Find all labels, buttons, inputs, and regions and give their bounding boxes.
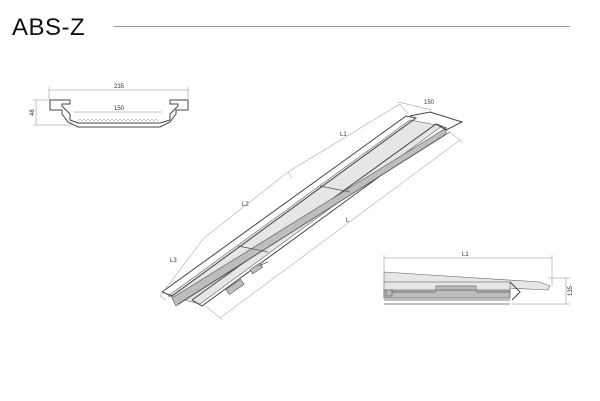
- l1-ext-left: [287, 171, 293, 179]
- total-dimension-line: [219, 139, 461, 319]
- height-label: 48: [30, 109, 36, 116]
- segment-joint-1: [237, 245, 269, 253]
- page-title: ABS-Z: [12, 14, 86, 41]
- segment-joint-2: [319, 185, 351, 193]
- ramp-tip: [409, 111, 464, 131]
- title-divider: [114, 26, 570, 27]
- cross-section-view: 235 150 48: [30, 84, 189, 128]
- latch-line: [257, 261, 269, 267]
- l1-ext-right: [399, 103, 409, 115]
- l2-label: L2: [242, 202, 249, 208]
- isometric-view: L1 150 L2 L3 L: [159, 100, 464, 321]
- l3-ext-bottom: [159, 295, 167, 301]
- total-ext-right: [449, 131, 463, 143]
- width-label: 235: [114, 84, 125, 90]
- l1-dimension-line: [287, 103, 401, 173]
- side-height-label: 135: [568, 285, 574, 296]
- end-width-dimension-line: [397, 101, 433, 111]
- section-profile: [49, 99, 189, 128]
- total-length-label: L: [346, 218, 350, 224]
- handle-lower: [225, 278, 245, 296]
- side-end-block: [385, 289, 393, 297]
- side-l1-label: L1: [462, 252, 469, 258]
- grip-texture: [77, 118, 159, 122]
- total-ext-left: [205, 305, 223, 321]
- side-body-lower: [383, 289, 511, 299]
- ramp-left-rail: [161, 115, 418, 297]
- inner-width-label: 150: [114, 106, 125, 112]
- l1-label: L1: [340, 132, 347, 138]
- side-view: L1 135: [383, 252, 574, 305]
- side-hinge: [509, 281, 521, 301]
- end-width-label: 150: [424, 100, 435, 106]
- l3-label: L3: [170, 258, 177, 264]
- l2-dimension-line: [203, 171, 289, 239]
- ramp-bottom-edge: [177, 131, 451, 305]
- ramp-side-face: [171, 127, 447, 307]
- l3-dimension-line: [159, 237, 205, 297]
- side-handle: [435, 285, 477, 291]
